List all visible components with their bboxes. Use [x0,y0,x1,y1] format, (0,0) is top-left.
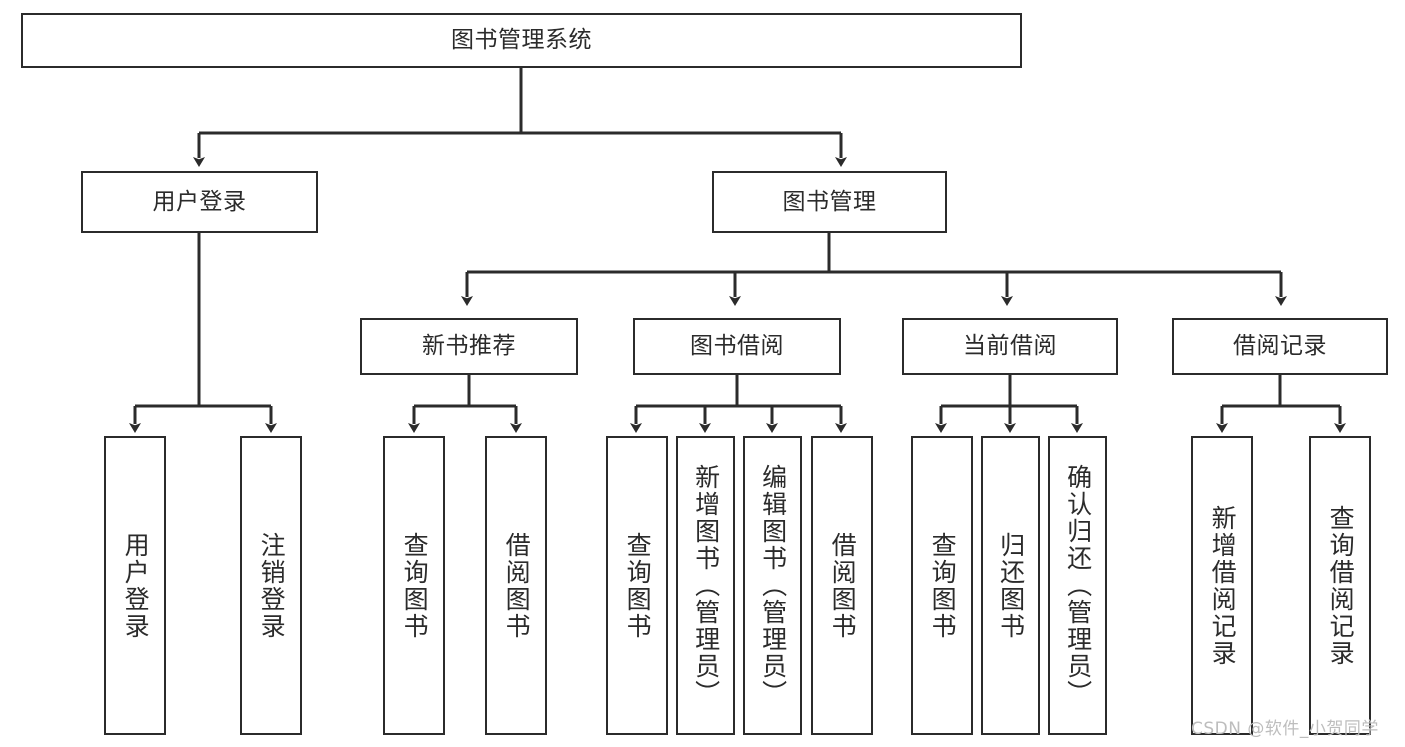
node-leaf-logout-label: 注销登录 [257,531,287,640]
node-new-book-recommendation[interactable]: 新书推荐 [360,318,578,375]
node-leaf-query-book-current[interactable]: 查询图书 [911,436,973,735]
node-leaf-borrow-book-recommend-label: 借阅图书 [502,531,532,640]
edge-current-to-leaves [935,375,1083,433]
node-leaf-query-book-borrow-label: 查询图书 [623,531,653,640]
node-root-label: 图书管理系统 [451,27,592,54]
node-leaf-edit-book-admin[interactable]: 编辑图书（管理员） [743,436,802,735]
node-leaf-query-book-recommend-label: 查询图书 [400,531,430,640]
node-leaf-query-book-recommend[interactable]: 查询图书 [383,436,445,735]
node-leaf-add-book-admin-label: 新增图书（管理员） [691,464,721,707]
node-leaf-return-book[interactable]: 归还图书 [981,436,1040,735]
node-leaf-query-borrow-record[interactable]: 查询借阅记录 [1309,436,1371,735]
node-root[interactable]: 图书管理系统 [21,13,1022,68]
edge-newbook-to-leaves [408,375,522,433]
node-book-borrow-label: 图书借阅 [690,333,784,360]
node-book-borrow[interactable]: 图书借阅 [633,318,841,375]
node-book-management-label: 图书管理 [782,188,877,215]
node-leaf-add-borrow-record-label: 新增借阅记录 [1208,504,1238,667]
edge-borrow-to-leaves [630,375,847,433]
node-leaf-user-login[interactable]: 用户登录 [104,436,166,735]
watermark: CSDN @软件_小贺同学 [1191,719,1379,739]
node-leaf-logout[interactable]: 注销登录 [240,436,302,735]
node-leaf-query-book-borrow[interactable]: 查询图书 [606,436,668,735]
node-leaf-confirm-return-admin-label: 确认归还（管理员） [1063,464,1093,707]
node-current-borrow-label: 当前借阅 [963,333,1057,360]
node-leaf-borrow-book-recommend[interactable]: 借阅图书 [485,436,547,735]
node-leaf-add-borrow-record[interactable]: 新增借阅记录 [1191,436,1253,735]
node-leaf-query-book-current-label: 查询图书 [928,531,958,640]
edge-userlogin-to-leaves [129,233,277,433]
node-leaf-user-login-label: 用户登录 [121,531,151,640]
edge-bookmgmt-to-level2 [461,233,1287,306]
node-leaf-query-borrow-record-label: 查询借阅记录 [1326,504,1356,667]
node-leaf-add-book-admin[interactable]: 新增图书（管理员） [676,436,735,735]
node-user-login-label: 用户登录 [152,188,247,215]
edge-root-to-level1 [193,68,847,167]
node-book-management[interactable]: 图书管理 [712,171,947,233]
node-new-book-recommendation-label: 新书推荐 [422,333,516,360]
node-leaf-borrow-book-label: 借阅图书 [828,531,858,640]
node-borrow-record[interactable]: 借阅记录 [1172,318,1388,375]
node-leaf-edit-book-admin-label: 编辑图书（管理员） [758,464,788,707]
node-user-login[interactable]: 用户登录 [81,171,318,233]
node-leaf-borrow-book[interactable]: 借阅图书 [811,436,873,735]
node-borrow-record-label: 借阅记录 [1233,333,1327,360]
node-current-borrow[interactable]: 当前借阅 [902,318,1118,375]
node-leaf-return-book-label: 归还图书 [996,531,1026,640]
node-leaf-confirm-return-admin[interactable]: 确认归还（管理员） [1048,436,1107,735]
edge-record-to-leaves [1216,375,1346,433]
